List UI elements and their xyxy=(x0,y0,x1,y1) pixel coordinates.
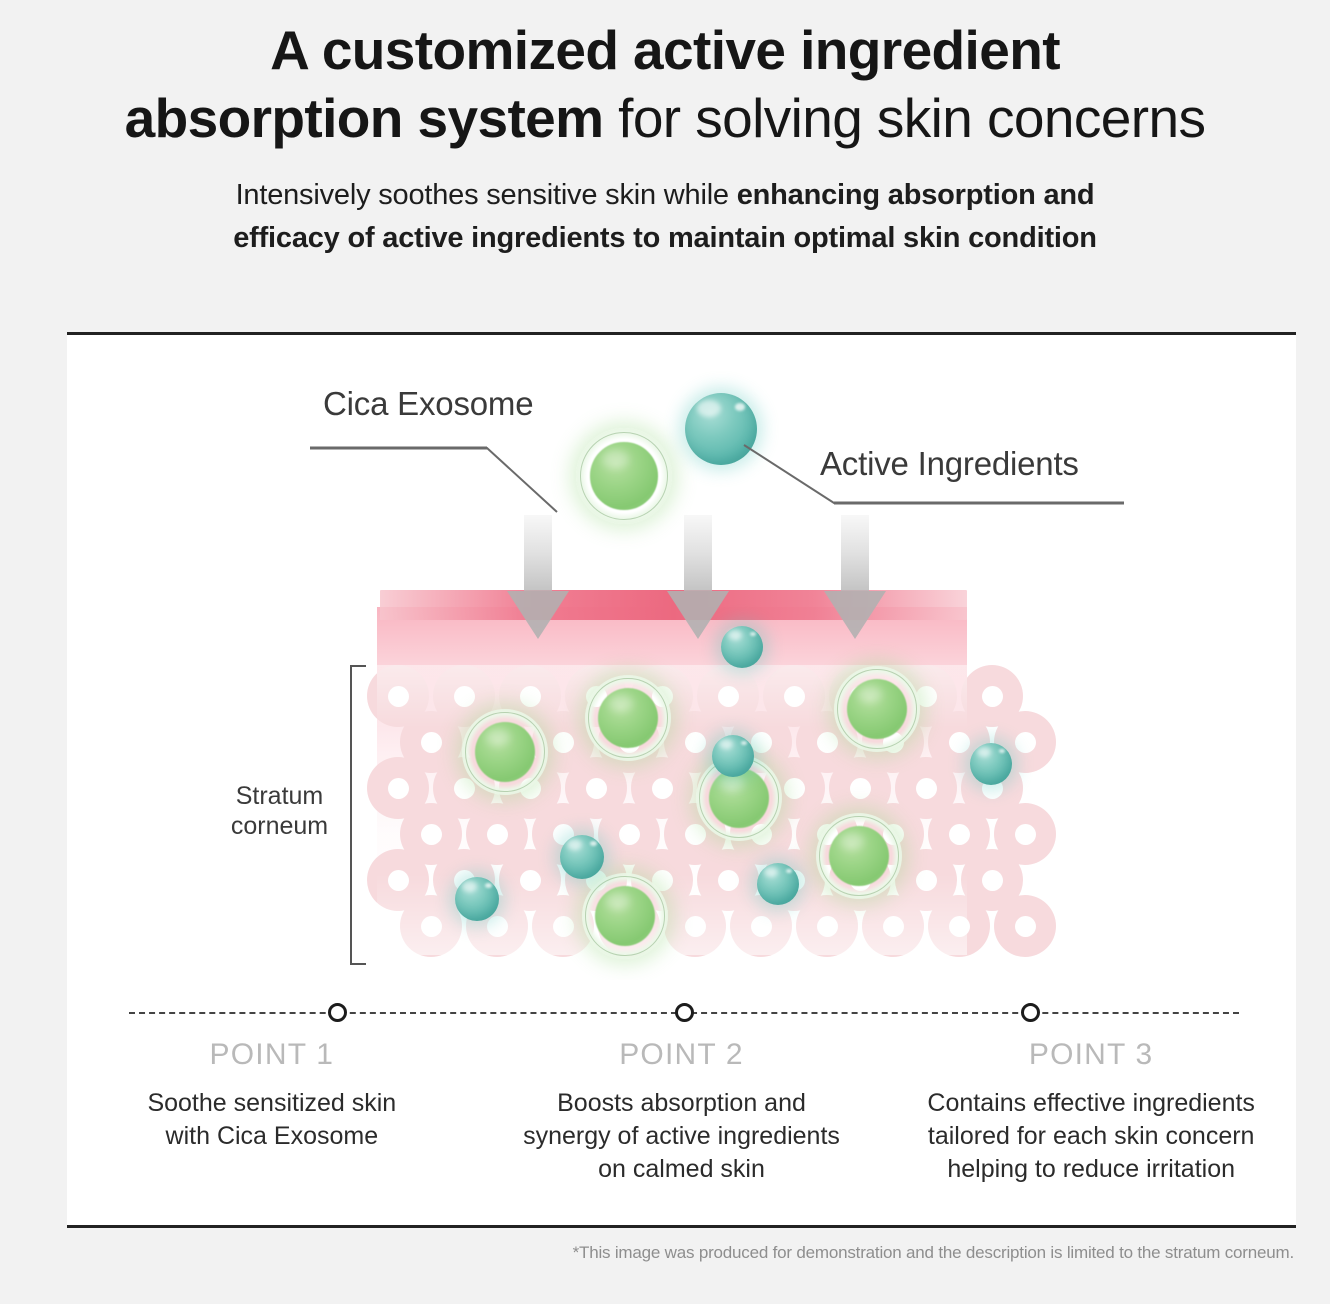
exosome-membrane-ring xyxy=(579,431,669,521)
subtitle-normal: Intensively soothes sensitive skin while xyxy=(235,179,737,211)
callout-leader-active-ingredients xyxy=(743,444,1124,505)
skin-cell xyxy=(928,895,990,957)
stratum-corneum-label-line1: Stratum xyxy=(235,782,324,810)
page-title: A customized active ingredient absorptio… xyxy=(0,16,1330,152)
exosome-membrane-ring xyxy=(837,669,917,749)
footnote: *This image was produced for demonstrati… xyxy=(572,1243,1295,1262)
exosome-core xyxy=(597,687,659,749)
stratum-corneum-label: Stratum corneum xyxy=(217,775,342,847)
stratum-corneum-bracket xyxy=(350,665,366,965)
arrow-shaft xyxy=(524,515,552,591)
cica-exosome-sphere xyxy=(834,666,920,752)
point-title-2: POINT 2 xyxy=(619,1038,744,1071)
exosome-membrane-ring xyxy=(465,712,545,792)
exosome-core xyxy=(590,442,658,510)
exosome-membrane-ring xyxy=(588,678,668,758)
point-item-1: POINT 1 Soothe sensitized skin with Cica… xyxy=(67,1038,477,1186)
callout-label-cica-exosome: Cica Exosome xyxy=(323,385,534,422)
active-ingredient-sphere xyxy=(560,835,604,879)
skin-cell xyxy=(862,895,924,957)
point-desc-2: Boosts absorption and synergy of active … xyxy=(523,1089,840,1183)
timeline-marker-1[interactable] xyxy=(328,1003,348,1022)
active-ingredient-sphere xyxy=(721,626,763,668)
active-ingredient-sphere xyxy=(455,877,499,921)
title-line1-bold: A customized active ingredient xyxy=(270,19,1060,81)
active-ingredient-sphere xyxy=(757,863,799,905)
point-desc-1: Soothe sensitized skin with Cica Exosome xyxy=(147,1089,397,1150)
title-line2-bold: absorption system xyxy=(124,87,604,149)
skin-cell xyxy=(796,895,858,957)
exosome-core xyxy=(828,825,890,887)
timeline-marker-3[interactable] xyxy=(1020,1003,1040,1022)
subtitle-bold-2: efficacy of active ingredients to mainta… xyxy=(233,222,1097,254)
active-ingredient-sphere-main xyxy=(685,393,757,465)
cica-exosome-sphere xyxy=(816,813,902,899)
points-timeline xyxy=(129,1003,1239,1023)
page-subtitle: Intensively soothes sensitive skin while… xyxy=(0,174,1330,260)
arrow-head xyxy=(667,591,729,639)
header: A customized active ingredient absorptio… xyxy=(0,0,1330,260)
cica-exosome-sphere xyxy=(462,709,548,795)
title-line2-normal: for solving skin concerns xyxy=(603,87,1206,149)
skin-cell xyxy=(664,895,726,957)
cica-exosome-sphere-main xyxy=(576,428,672,524)
skin-cell xyxy=(994,711,1056,773)
exosome-membrane-ring xyxy=(585,876,665,956)
exosome-core xyxy=(474,721,536,783)
callout-label-active-ingredients: Active Ingredients xyxy=(820,445,1079,482)
cica-exosome-sphere xyxy=(582,873,668,959)
exosome-core xyxy=(708,767,770,829)
active-ingredient-sphere xyxy=(712,735,754,777)
subtitle-bold-1: enhancing absorption and xyxy=(736,179,1095,211)
exosome-core xyxy=(594,885,656,947)
arrow-head xyxy=(824,591,886,639)
point-item-3: POINT 3 Contains effective ingredients t… xyxy=(886,1038,1296,1186)
diagram-card: Cica Exosome Active Ingredients Stratum … xyxy=(67,332,1296,1228)
point-title-1: POINT 1 xyxy=(209,1038,335,1071)
points-list: POINT 1 Soothe sensitized skin with Cica… xyxy=(67,1038,1296,1186)
exosome-core xyxy=(846,678,908,740)
arrow-head xyxy=(507,591,569,639)
exosome-membrane-ring xyxy=(819,816,899,896)
cica-exosome-sphere xyxy=(585,675,671,761)
timeline-marker-2[interactable] xyxy=(674,1003,694,1022)
point-item-2: POINT 2 Boosts absorption and synergy of… xyxy=(477,1038,887,1186)
point-desc-3: Contains effective ingredients tailored … xyxy=(927,1089,1255,1183)
arrow-shaft xyxy=(684,515,712,591)
arrow-shaft xyxy=(841,515,869,591)
stratum-corneum-label-line2: corneum xyxy=(230,812,329,840)
point-title-3: POINT 3 xyxy=(1028,1038,1154,1071)
skin-absorption-diagram: Cica Exosome Active Ingredients Stratum … xyxy=(67,335,1296,980)
cell-row xyxy=(400,895,1060,957)
skin-cell xyxy=(400,895,462,957)
callout-leader-cica-exosome xyxy=(310,446,558,513)
skin-cell xyxy=(994,895,1056,957)
active-ingredient-sphere xyxy=(970,743,1012,785)
